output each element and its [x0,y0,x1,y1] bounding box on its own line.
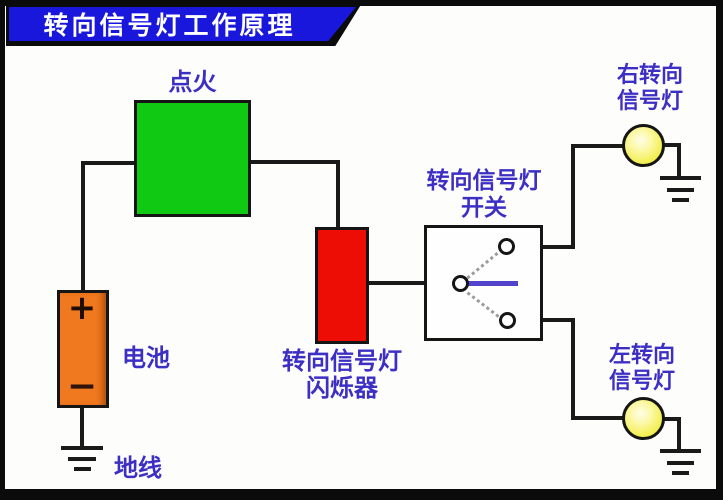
flasher-box [315,227,369,344]
ground-bar-3 [672,471,689,475]
frame-edge-right [716,0,723,500]
ground-bar-1 [61,446,103,450]
wire-left-lamp-drop [571,318,575,420]
battery-plus-symbol: + [67,288,97,328]
wire-right-lamp-to-ground-vertical [677,143,681,180]
turn-switch-label-line1: 转向信号灯 [426,168,542,194]
left-lamp-label: 左转向 信号灯 [596,343,688,395]
wire-ignition-to-flasher-horizontal [249,160,340,164]
battery-box [57,290,109,408]
wire-right-lamp-to-ground-horizontal [662,143,681,147]
right-turn-lamp-icon [622,124,665,167]
ignition-box [134,100,251,217]
wire-right-lamp-riser [571,144,575,249]
right-lamp-label: 右转向 信号灯 [602,63,698,115]
ground-bar-2 [68,457,96,461]
wire-flasher-to-switch [368,281,456,285]
left-turn-lamp-icon [622,397,665,440]
wire-upper-terminal-out [513,245,573,249]
wire-left-lamp-feed [571,416,625,420]
wire-battery-to-ignition-horizontal [81,161,136,165]
ground-bar-3 [672,198,689,202]
flasher-label: 转向信号灯 闪烁器 [268,348,416,402]
wire-battery-to-ground [80,405,84,450]
title-banner-fill: 转向信号灯工作原理 [9,7,356,41]
frame-edge-left [0,0,5,500]
wire-ignition-to-flasher-vertical [336,160,340,229]
wire-right-lamp-feed [571,144,625,148]
flasher-label-line2: 闪烁器 [306,374,378,402]
ground-bar-1 [660,176,701,180]
switch-terminal-right-turn [498,238,515,255]
left-lamp-label-line1: 左转向 [608,343,675,368]
ignition-label: 点火 [168,68,217,96]
right-lamp-label-line1: 右转向 [616,63,683,88]
ground-bar-2 [667,461,694,465]
frame-edge-bottom [0,489,723,500]
switch-terminal-left-turn [499,312,516,329]
wire-left-lamp-to-ground-vertical [677,417,681,453]
ground-bar-1 [660,449,701,453]
flasher-label-line1: 转向信号灯 [282,347,402,375]
switch-terminal-input [452,275,469,292]
ground-wire-label: 地线 [114,454,162,482]
wire-lower-terminal-out [513,318,573,322]
turn-switch-label-line2: 开关 [461,195,507,221]
left-lamp-label-line2: 信号灯 [608,369,675,394]
ground-bar-2 [667,188,694,192]
page-title: 转向信号灯工作原理 [43,11,296,40]
turn-switch-label: 转向信号灯 开关 [416,168,552,222]
battery-label: 电池 [122,344,170,372]
right-lamp-label-line2: 信号灯 [616,89,683,114]
wire-left-lamp-to-ground-horizontal [662,417,681,421]
ground-bar-3 [74,467,91,471]
frame-edge-top [0,0,723,6]
switch-lever [468,281,518,286]
wire-battery-to-ignition-vertical [81,161,85,292]
turn-switch-box [424,225,543,341]
title-banner: 转向信号灯工作原理 [6,3,362,46]
battery-minus-symbol: − [66,365,98,407]
